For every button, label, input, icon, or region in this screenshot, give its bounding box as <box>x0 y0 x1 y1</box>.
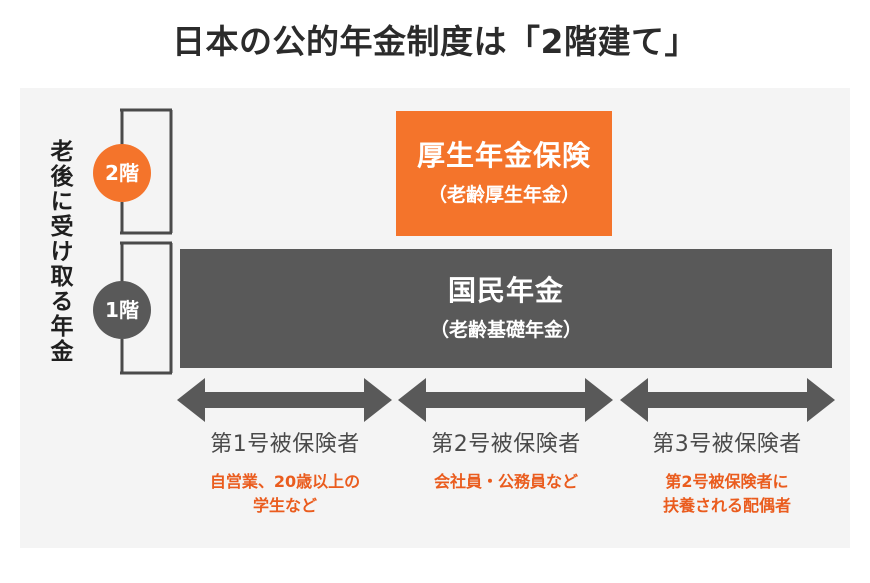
category-description-1-line-2: 学生など <box>252 496 317 516</box>
tier-box-employees-pension: 厚生年金保険 （老齢厚生年金） <box>396 111 612 236</box>
category-block-3: 第3号被保険者 第2号被保険者に 扶養される配偶者 <box>619 432 835 518</box>
page-title: 日本の公的年金制度は「2階建て」 <box>172 22 698 61</box>
category-title-1: 第1号被保険者 <box>210 432 360 457</box>
category-description-2: 会社員・公務員など <box>398 470 614 494</box>
tier-subtitle-employees-pension: （老齢厚生年金） <box>427 184 580 207</box>
category-description-3-line-1: 第2号被保険者に <box>665 472 789 492</box>
side-label-pension-received-after-retirement: 老後に受け取る年金 <box>46 138 72 364</box>
floor-badge-1f: 1階 <box>93 281 151 339</box>
tier-name-employees-pension: 厚生年金保険 <box>416 138 591 172</box>
category-description-1: 自営業、20歳以上の 学生など <box>177 470 393 518</box>
tier-box-national-pension: 国民年金 （老齢基礎年金） <box>180 249 832 368</box>
category-description-2-line-1: 会社員・公務員など <box>433 472 578 492</box>
category-block-1: 第1号被保険者 自営業、20歳以上の 学生など <box>177 432 393 518</box>
tier-name-national-pension: 国民年金 <box>447 274 564 308</box>
category-title-3: 第3号被保険者 <box>652 432 802 457</box>
category-description-1-line-1: 自営業、20歳以上の <box>209 472 361 492</box>
floor-badge-2f: 2階 <box>93 144 151 202</box>
tier-subtitle-national-pension: （老齢基礎年金） <box>429 318 582 341</box>
category-description-3-line-2: 扶養される配偶者 <box>662 496 791 516</box>
category-block-2: 第2号被保険者 会社員・公務員など <box>398 432 614 494</box>
category-description-3: 第2号被保険者に 扶養される配偶者 <box>619 470 835 518</box>
category-title-2: 第2号被保険者 <box>431 432 581 457</box>
